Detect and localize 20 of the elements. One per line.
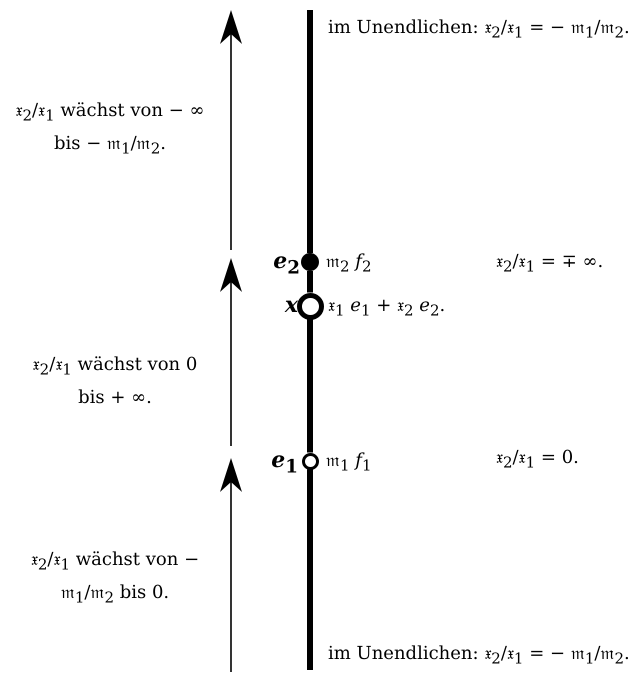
formula-text: 𝔵$_{2}$/𝔵$_{1}$ wächst von − ∞ bis − 𝔪$_{1}$/𝔪$_{2}$. (14, 99, 206, 160)
formula-text: im Unendlichen: 𝔵$_{2}$/𝔵$_{1}$ = − 𝔪$_{1}$/𝔪$_{2}$. (328, 642, 630, 670)
point-expression: 𝔵$_{1}$ e$_{1}$ + 𝔵$_{2}$ e$_{2}$. (328, 294, 446, 322)
line-segment (307, 470, 313, 670)
line-segment (307, 10, 313, 253)
hollow-point (302, 452, 318, 470)
line-segment (307, 271, 313, 292)
formula-text: 𝔵$_{2}$/𝔵$_{1}$ = 0. (496, 446, 579, 474)
formula-text: im Unendlichen: 𝔵$_{2}$/𝔵$_{1}$ = − 𝔪$_{1}$/𝔪$_{2}$. (328, 16, 630, 44)
point-name: e$_{1}$ (271, 446, 298, 480)
point-name: x (284, 291, 298, 320)
formula-text: 𝔵$_{2}$/𝔵$_{1}$ wächst von − 𝔪$_{1}$/𝔪$_{2}$ bis 0. (30, 548, 200, 609)
formula-text: 𝔵$_{2}$/𝔵$_{1}$ = ∓ ∞. (496, 250, 604, 278)
filled-point (301, 253, 319, 271)
formula-text: 𝔵$_{2}$/𝔵$_{1}$ wächst von 0 bis + ∞. (32, 353, 198, 410)
point-name: e$_{2}$ (273, 247, 300, 280)
hollow-point (296, 292, 324, 320)
point-expression: 𝔪$_{1}$ f$_{1}$ (326, 449, 372, 477)
line-segment (307, 320, 313, 452)
point-expression: 𝔪$_{2}$ f$_{2}$ (326, 250, 372, 278)
